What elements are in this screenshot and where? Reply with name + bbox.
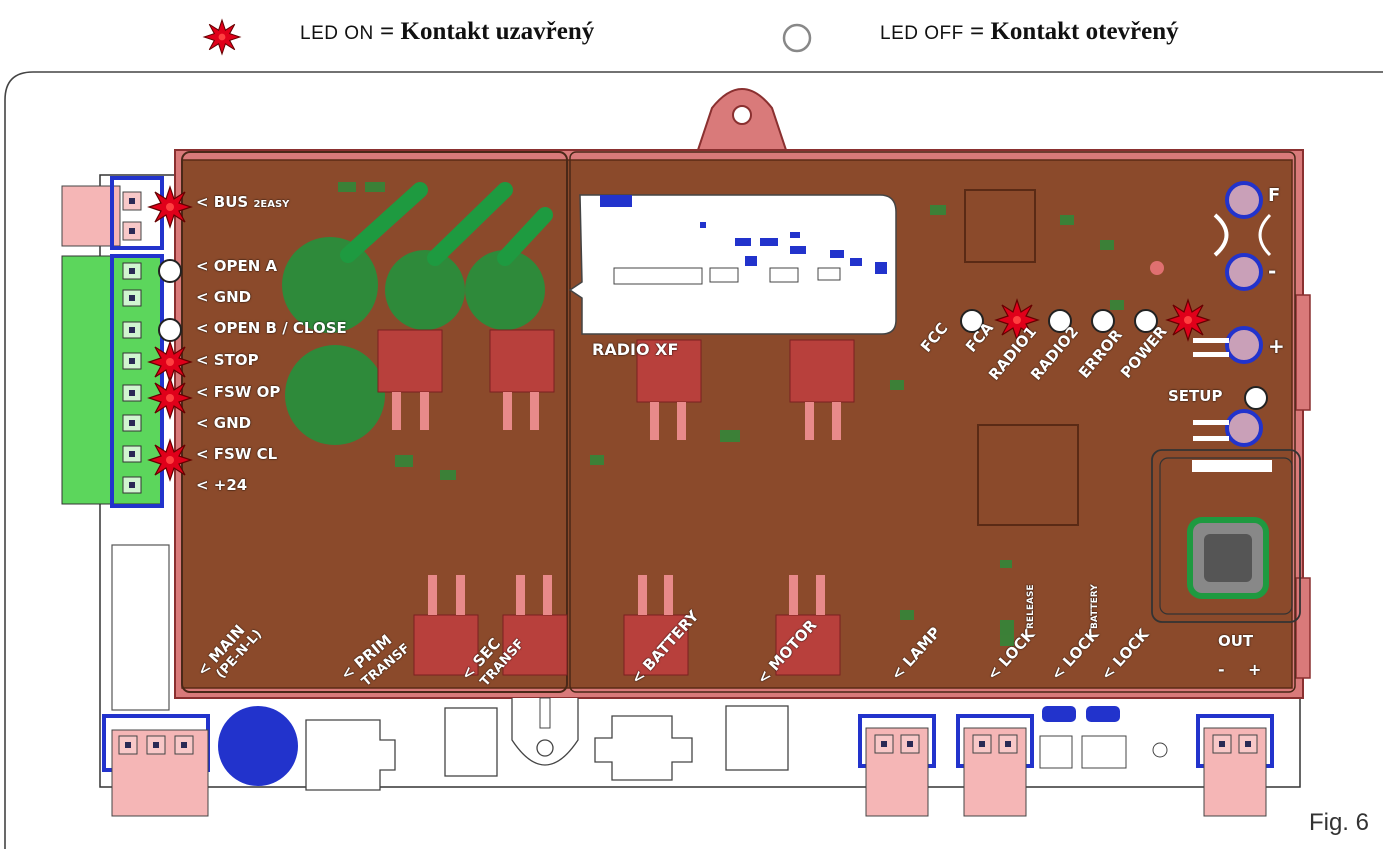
outer-frame [4,71,1383,849]
setup-led-off-icon [1244,386,1268,410]
right-terminal-posts [1225,181,1263,447]
switch-housing [1151,449,1301,623]
right-terminal-plus: + [1268,334,1285,358]
power-led-on-icon [1166,299,1210,341]
out-label: OUT [1218,632,1254,650]
legend-off-description: = Kontakt otevřený [969,18,1179,45]
bus-led-on-icon [148,186,192,228]
regulators [377,329,855,440]
lock-battery-tag: BATTERY [1090,584,1100,629]
terminal-label-gnd-2: < GND [196,414,252,432]
right-terminal-f: F [1268,185,1281,206]
capacitors [282,237,545,445]
legend-led-on-icon [203,19,241,55]
legend-off-led-word: LED OFF [880,23,964,44]
legend-on-led-word: LED ON [300,23,374,44]
legend-on: LED ON = Kontakt uzavřený [300,18,594,46]
legend-on-description: = Kontakt uzavřený [380,18,595,45]
terminal-label-plus24: < +24 [196,476,248,494]
out-plus: + [1248,660,1262,679]
terminal-label-open-b-close: < OPEN B / CLOSE [196,319,347,337]
fsw-cl-led-on-icon [148,439,192,481]
setup-label: SETUP [1168,387,1223,405]
terminal-label-fsw-op: < FSW OP [196,383,281,401]
radio-module [568,194,897,335]
right-terminal-minus: - [1268,259,1277,283]
figure-label: Fig. 6 [1308,809,1369,836]
lock-release-tag: RELEASE [1026,584,1036,629]
fsw-op-led-on-icon [148,377,192,419]
bottom-connectors [413,575,841,676]
terminal-label-open-a: < OPEN A [196,257,278,275]
terminal-label-gnd-1: < GND [196,288,252,306]
stop-led-on-icon [148,341,192,383]
terminal-label-bus: < BUS 2EASY [196,193,290,211]
legend-led-off-icon [782,23,812,53]
terminal-label-bus-suffix: 2EASY [253,199,290,210]
terminal-label-stop: < STOP [196,351,259,369]
open-b-led-off-icon [158,318,182,342]
out-minus: - [1218,660,1225,679]
terminal-label-fsw-cl: < FSW CL [196,445,278,463]
legend-off: LED OFF = Kontakt otevřený [880,18,1179,46]
radio-xf-label: RADIO XF [592,340,679,359]
open-a-led-off-icon [158,259,182,283]
